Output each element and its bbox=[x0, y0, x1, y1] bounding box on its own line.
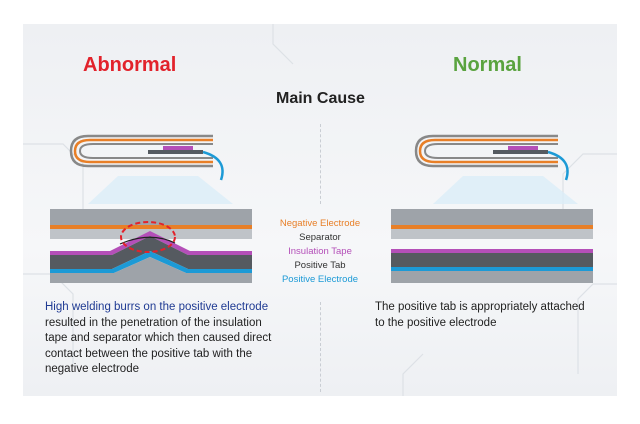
divider-bottom bbox=[320, 302, 321, 392]
divider-top bbox=[320, 124, 321, 204]
normal-heading: Normal bbox=[453, 54, 522, 76]
normal-folded-cell bbox=[414, 134, 578, 204]
legend-negative-electrode: Negative Electrode bbox=[279, 218, 361, 229]
burr-highlight-circle bbox=[120, 221, 176, 253]
normal-description: The positive tab is appropriately attach… bbox=[375, 301, 585, 329]
legend-positive-tab: Positive Tab bbox=[294, 260, 346, 271]
abnormal-heading: Abnormal bbox=[83, 54, 177, 76]
legend-separator: Separator bbox=[299, 232, 341, 243]
abnormal-highlight-text: High welding burrs on the positive elect… bbox=[45, 301, 269, 313]
abnormal-rest-text: resulted in the penetration of the insul… bbox=[45, 316, 272, 376]
legend-positive-electrode: Positive Electrode bbox=[281, 274, 359, 285]
main-cause-title: Main Cause bbox=[276, 90, 365, 107]
abnormal-folded-cell bbox=[69, 134, 233, 204]
circuit-background bbox=[23, 24, 617, 396]
legend-insulation-tape: Insulation Tape bbox=[288, 246, 352, 257]
diagram-panel: Abnormal Normal Main Cause bbox=[23, 24, 617, 396]
normal-cross-section bbox=[391, 209, 593, 283]
abnormal-description: High welding burrs on the positive elect… bbox=[45, 300, 277, 378]
abnormal-cross-section bbox=[50, 209, 252, 283]
